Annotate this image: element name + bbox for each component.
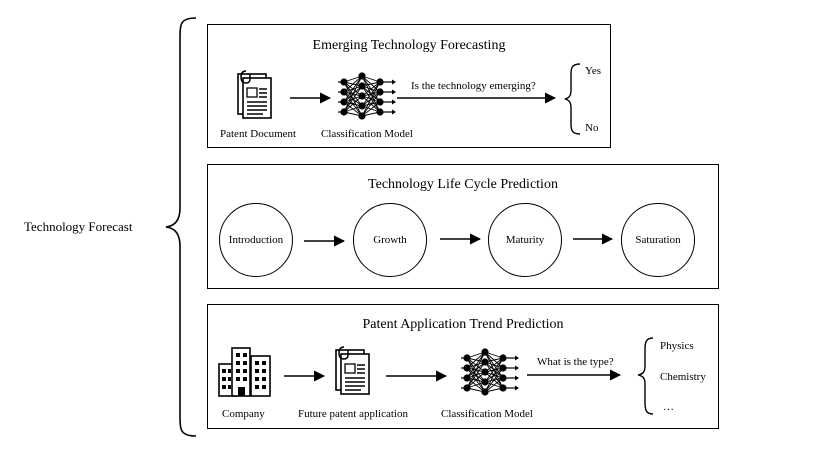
patent-document-label: Patent Document bbox=[220, 128, 297, 140]
future-patent-label: Future patent application bbox=[298, 408, 408, 420]
panel-1-title: Emerging Technology Forecasting bbox=[312, 38, 506, 53]
neural-network-icon bbox=[338, 72, 396, 120]
panel-3-title: Patent Application Trend Prediction bbox=[362, 317, 564, 332]
type-question-label: What is the type? bbox=[537, 356, 614, 368]
outcome-no: No bbox=[585, 122, 599, 134]
root-brace bbox=[165, 17, 197, 437]
question-label: Is the technology emerging? bbox=[411, 80, 536, 92]
outcome-brace-1 bbox=[564, 63, 581, 135]
stage-maturity: Maturity bbox=[488, 203, 562, 277]
stage-label: Growth bbox=[373, 234, 407, 246]
outcome-chemistry: Chemistry bbox=[660, 371, 706, 383]
outcome-ellipsis: … bbox=[663, 401, 674, 413]
root-label: Technology Forecast bbox=[24, 219, 133, 234]
outcome-brace-3 bbox=[637, 337, 654, 415]
future-patent-document-icon bbox=[335, 346, 370, 395]
panel-emerging-forecasting bbox=[207, 24, 611, 148]
panel-life-cycle bbox=[207, 164, 719, 289]
stage-label: Saturation bbox=[635, 234, 681, 246]
classification-model-label: Classification Model bbox=[441, 408, 533, 420]
stage-saturation: Saturation bbox=[621, 203, 695, 277]
classification-model-label: Classification Model bbox=[321, 128, 413, 140]
stage-introduction: Introduction bbox=[219, 203, 293, 277]
patent-document-icon bbox=[237, 70, 272, 119]
panel-trend-prediction bbox=[207, 304, 719, 429]
outcome-physics: Physics bbox=[660, 340, 694, 352]
outcome-yes: Yes bbox=[585, 65, 602, 77]
stage-label: Introduction bbox=[228, 234, 284, 246]
neural-network-icon bbox=[461, 348, 519, 396]
stage-label: Maturity bbox=[505, 234, 545, 246]
company-label: Company bbox=[222, 408, 265, 420]
company-buildings-icon bbox=[218, 347, 271, 397]
panel-2-title: Technology Life Cycle Prediction bbox=[368, 177, 558, 192]
stage-growth: Growth bbox=[353, 203, 427, 277]
